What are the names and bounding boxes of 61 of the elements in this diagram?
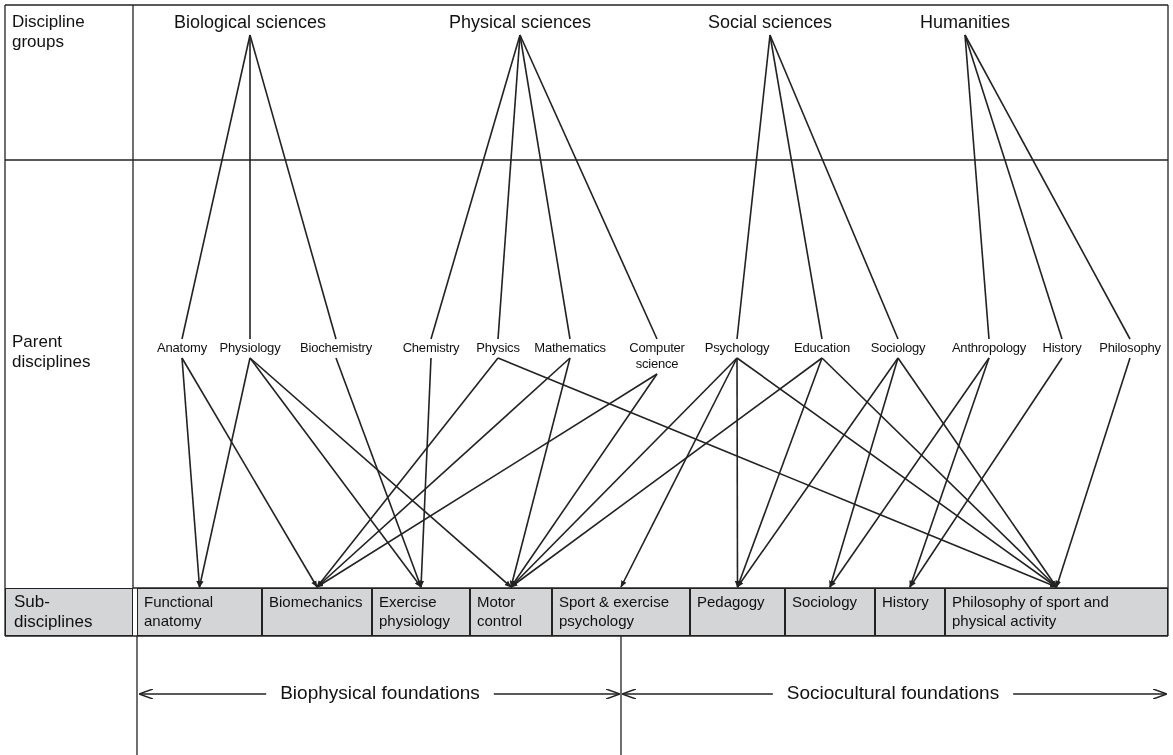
connector-line bbox=[181, 357, 318, 588]
discipline-label: Sociology bbox=[870, 340, 926, 356]
connector-line bbox=[497, 34, 521, 340]
group-heading: Physical sciences bbox=[448, 12, 592, 33]
discipline-label: Education bbox=[794, 340, 850, 356]
connector-line bbox=[510, 357, 738, 588]
connector-line bbox=[829, 357, 990, 588]
connector-line bbox=[510, 357, 823, 588]
connector-line bbox=[1055, 357, 1131, 588]
connector-line bbox=[734, 357, 741, 588]
group-heading: Biological sciences bbox=[173, 12, 327, 33]
connector-line bbox=[519, 34, 571, 340]
subdiscipline-cell: Philosophy of sport and physical activity bbox=[945, 588, 1168, 636]
row-header: Parent disciplines bbox=[12, 332, 92, 372]
discipline-label: Chemistry bbox=[402, 340, 460, 356]
connector-line bbox=[769, 34, 823, 340]
subdiscipline-cell: Sociology bbox=[785, 588, 875, 636]
subdiscipline-cell: Exercise physiology bbox=[372, 588, 470, 636]
connector-line bbox=[316, 357, 499, 588]
discipline-label: History bbox=[1042, 340, 1082, 356]
discipline-label: Psychology bbox=[704, 340, 770, 356]
discipline-label: Computer science bbox=[625, 340, 689, 372]
connector-line bbox=[769, 34, 899, 340]
connector-line bbox=[316, 357, 571, 588]
group-heading: Humanities bbox=[920, 12, 1010, 33]
connector-line bbox=[249, 34, 337, 340]
row-header: Discipline groups bbox=[12, 12, 86, 52]
connector-line bbox=[620, 357, 738, 588]
span-label: Sociocultural foundations bbox=[786, 682, 1000, 704]
connector-line bbox=[736, 357, 899, 588]
discipline-label: Anatomy bbox=[157, 340, 207, 356]
subdiscipline-cell: History bbox=[875, 588, 945, 636]
discipline-label: Philosophy bbox=[1099, 340, 1161, 356]
connector-line bbox=[509, 357, 571, 588]
subdiscipline-cell: Pedagogy bbox=[690, 588, 785, 636]
connector-line bbox=[418, 357, 432, 588]
subdiscipline-cell: Functional anatomy bbox=[137, 588, 262, 636]
discipline-label: Physiology bbox=[219, 340, 281, 356]
discipline-label: Mathematics bbox=[534, 340, 606, 356]
discipline-label: Anthropology bbox=[951, 340, 1027, 356]
connector-line bbox=[964, 34, 990, 340]
discipline-label: Biochemistry bbox=[300, 340, 372, 356]
connector-line bbox=[198, 357, 251, 588]
row-header-cell: Sub-disciplines bbox=[5, 588, 133, 636]
subdiscipline-cell: Motor control bbox=[470, 588, 552, 636]
discipline-label: Physics bbox=[476, 340, 520, 356]
group-heading: Social sciences bbox=[707, 12, 833, 33]
connector-line bbox=[316, 373, 658, 588]
connector-line bbox=[964, 34, 1131, 340]
connector-line bbox=[430, 34, 521, 340]
connector-line bbox=[249, 34, 251, 340]
subdiscipline-cell: Biomechanics bbox=[262, 588, 372, 636]
connector-line bbox=[249, 357, 512, 588]
connector-line bbox=[736, 357, 823, 588]
connector-line bbox=[335, 357, 422, 588]
connector-line bbox=[249, 357, 422, 588]
span-label: Biophysical foundations bbox=[280, 682, 480, 704]
connector-line bbox=[519, 34, 658, 340]
connector-line bbox=[181, 357, 202, 588]
connector-line bbox=[736, 34, 771, 340]
subdiscipline-cell: Sport & exercise psychology bbox=[552, 588, 690, 636]
